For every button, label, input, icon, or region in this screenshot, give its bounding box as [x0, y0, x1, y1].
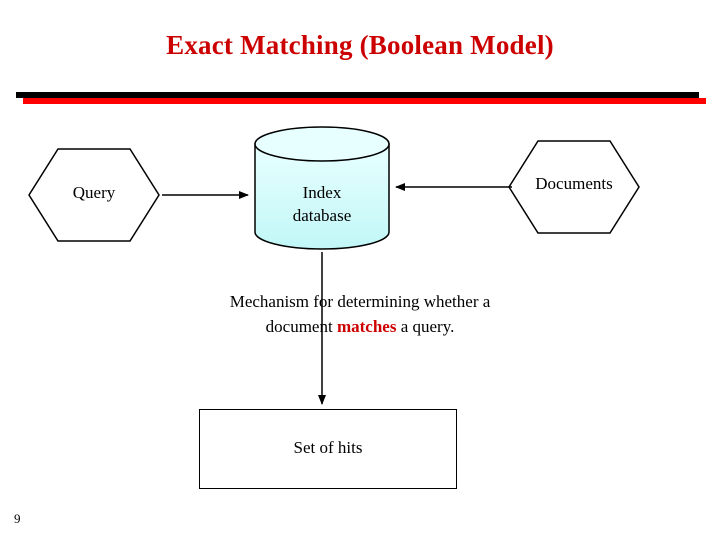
- node-index-database-label: Index database: [253, 182, 391, 228]
- node-documents: Documents: [508, 140, 640, 234]
- diagram-caption-line1: Mechanism for determining whether a: [229, 292, 491, 311]
- node-set-of-hits-label: Set of hits: [293, 438, 363, 457]
- node-index-database-label-line1: Index: [302, 183, 342, 202]
- caption-line2-after: a query.: [396, 316, 455, 336]
- node-set-of-hits: [199, 409, 457, 489]
- page-title: Exact Matching (Boolean Model): [166, 30, 554, 60]
- diagram-caption: Mechanism for determining whether a docu…: [120, 290, 600, 339]
- node-index-database-label-line2: database: [292, 205, 352, 225]
- caption-emphasis-matches: matches: [336, 316, 397, 336]
- node-index-database: [253, 126, 391, 250]
- node-query-label: Query: [72, 183, 116, 202]
- caption-line2-before: document: [265, 316, 337, 336]
- title-divider: [16, 92, 706, 106]
- divider-red-bar: [23, 98, 706, 104]
- page-number: 9: [14, 511, 21, 526]
- node-documents-label: Documents: [535, 174, 613, 193]
- node-query: Query: [28, 148, 160, 242]
- diagram-caption-line2: document matches a query.: [120, 315, 600, 340]
- divider-black-bar: [16, 92, 699, 98]
